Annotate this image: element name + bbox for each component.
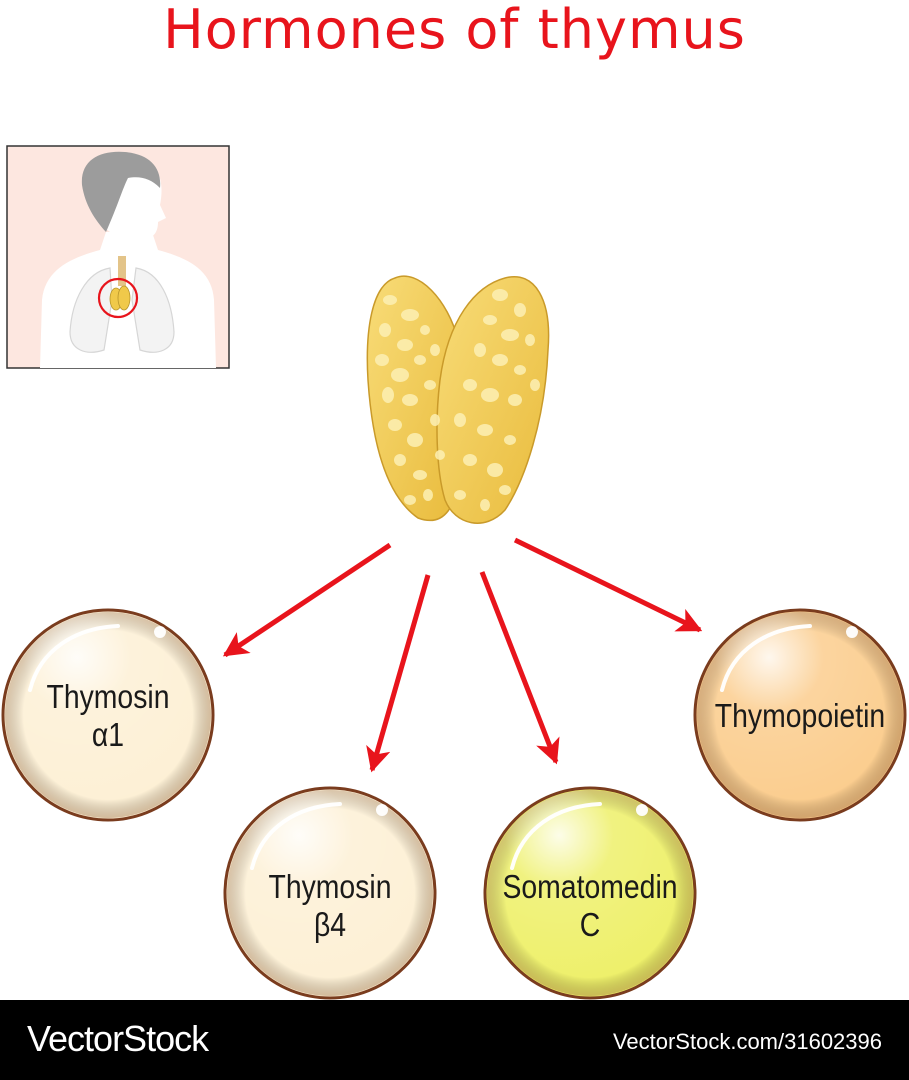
hormone-circle-somatomedin-c	[483, 786, 697, 1000]
thymus-lobule	[480, 499, 490, 511]
arrow-to-thymosin-alpha1	[222, 542, 392, 658]
arrow-to-thymosin-beta4	[366, 574, 431, 773]
thymus-lobule	[402, 394, 418, 406]
inset-thymus-right	[117, 285, 131, 311]
thymus-lobule	[514, 365, 526, 375]
thymus-lobule	[530, 379, 540, 391]
thymus-lobule	[474, 343, 486, 357]
thymus-lobule	[463, 454, 477, 466]
label-line2: C	[579, 906, 601, 943]
gloss-spot	[636, 804, 648, 816]
gloss-spot	[154, 626, 166, 638]
hormone-circle-thymosin-alpha1	[1, 608, 215, 822]
thymus-lobule	[379, 323, 391, 337]
thymus-lobule	[435, 450, 445, 460]
thymus-lobule	[407, 433, 423, 447]
thymus-lobule	[514, 303, 526, 317]
diagram-title: Hormones of thymus	[163, 0, 746, 61]
thymus-lobule	[454, 490, 466, 500]
gloss-highlight	[250, 802, 342, 870]
thymus-lobule	[414, 355, 426, 365]
thymus-lobule	[424, 380, 436, 390]
thymus-lobule	[394, 454, 406, 466]
watermark-footer: VectorStock VectorStock.com/31602396	[0, 1000, 909, 1080]
thymus-lobule	[477, 424, 493, 436]
right-lung	[131, 267, 175, 353]
thymus-lobule	[481, 388, 499, 402]
trachea	[118, 256, 126, 286]
thymus-lobule	[382, 387, 394, 403]
thymus-gland	[366, 275, 550, 524]
label-thymopoietin: Thymopoietin	[705, 697, 894, 735]
label-line1: Thymopoietin	[714, 697, 886, 734]
thymus-lobule	[492, 289, 508, 301]
gloss-spot	[376, 804, 388, 816]
thymus-lobule	[454, 413, 466, 427]
location-inset	[6, 145, 230, 369]
arrow-to-thymopoietin	[513, 537, 703, 633]
thymus-lobule	[420, 325, 430, 335]
thymus-lobule	[487, 463, 503, 477]
thymus-lobule	[501, 329, 519, 341]
thymus-lobule	[423, 489, 433, 501]
thymus-lobule	[383, 295, 397, 305]
arrows	[222, 537, 703, 773]
thymus-lobule	[375, 354, 389, 366]
thymus-lobule	[404, 495, 416, 505]
thymus-lobules	[375, 289, 540, 511]
thymus-lobule	[397, 339, 413, 351]
location-highlight-circle	[97, 277, 139, 319]
thymus-lobule	[430, 414, 440, 426]
hormone-circle-thymosin-beta4	[223, 786, 437, 1000]
label-line1: Thymosin	[46, 678, 170, 715]
label-line1: Thymosin	[268, 868, 392, 905]
thymus-lobule	[401, 309, 419, 321]
thymus-lobule	[430, 344, 440, 356]
thymus-lobule	[483, 315, 497, 325]
thymus-lobule	[391, 368, 409, 382]
gloss-spot	[846, 626, 858, 638]
thymus-lobule	[525, 334, 535, 346]
thymus-lobule	[499, 485, 511, 495]
gloss-highlight	[28, 624, 120, 692]
arrow-to-somatomedin-c	[479, 571, 560, 765]
label-line2: α1	[91, 716, 125, 753]
thymus-lobule	[413, 470, 427, 480]
label-thymosin-beta4: Thymosin β4	[244, 868, 416, 944]
label-line2: β4	[313, 906, 347, 943]
brand-logo-text: VectorStock	[27, 1018, 209, 1059]
thymus-lobule	[492, 354, 508, 366]
thymus-lobule	[388, 419, 402, 431]
hormone-circle-thymopoietin	[693, 608, 907, 822]
thymus-lobule	[504, 435, 516, 445]
thymus-lobule	[508, 394, 522, 406]
image-url-text: VectorStock.com/31602396	[612, 1029, 882, 1054]
thymus-lobule	[463, 379, 477, 391]
label-somatomedin-c: Somatomedin C	[495, 868, 684, 944]
gloss-highlight	[720, 624, 812, 692]
label-thymosin-alpha1: Thymosin α1	[22, 678, 194, 754]
gloss-highlight	[510, 802, 602, 870]
label-line1: Somatomedin	[502, 868, 678, 905]
hair-silhouette	[81, 151, 161, 232]
